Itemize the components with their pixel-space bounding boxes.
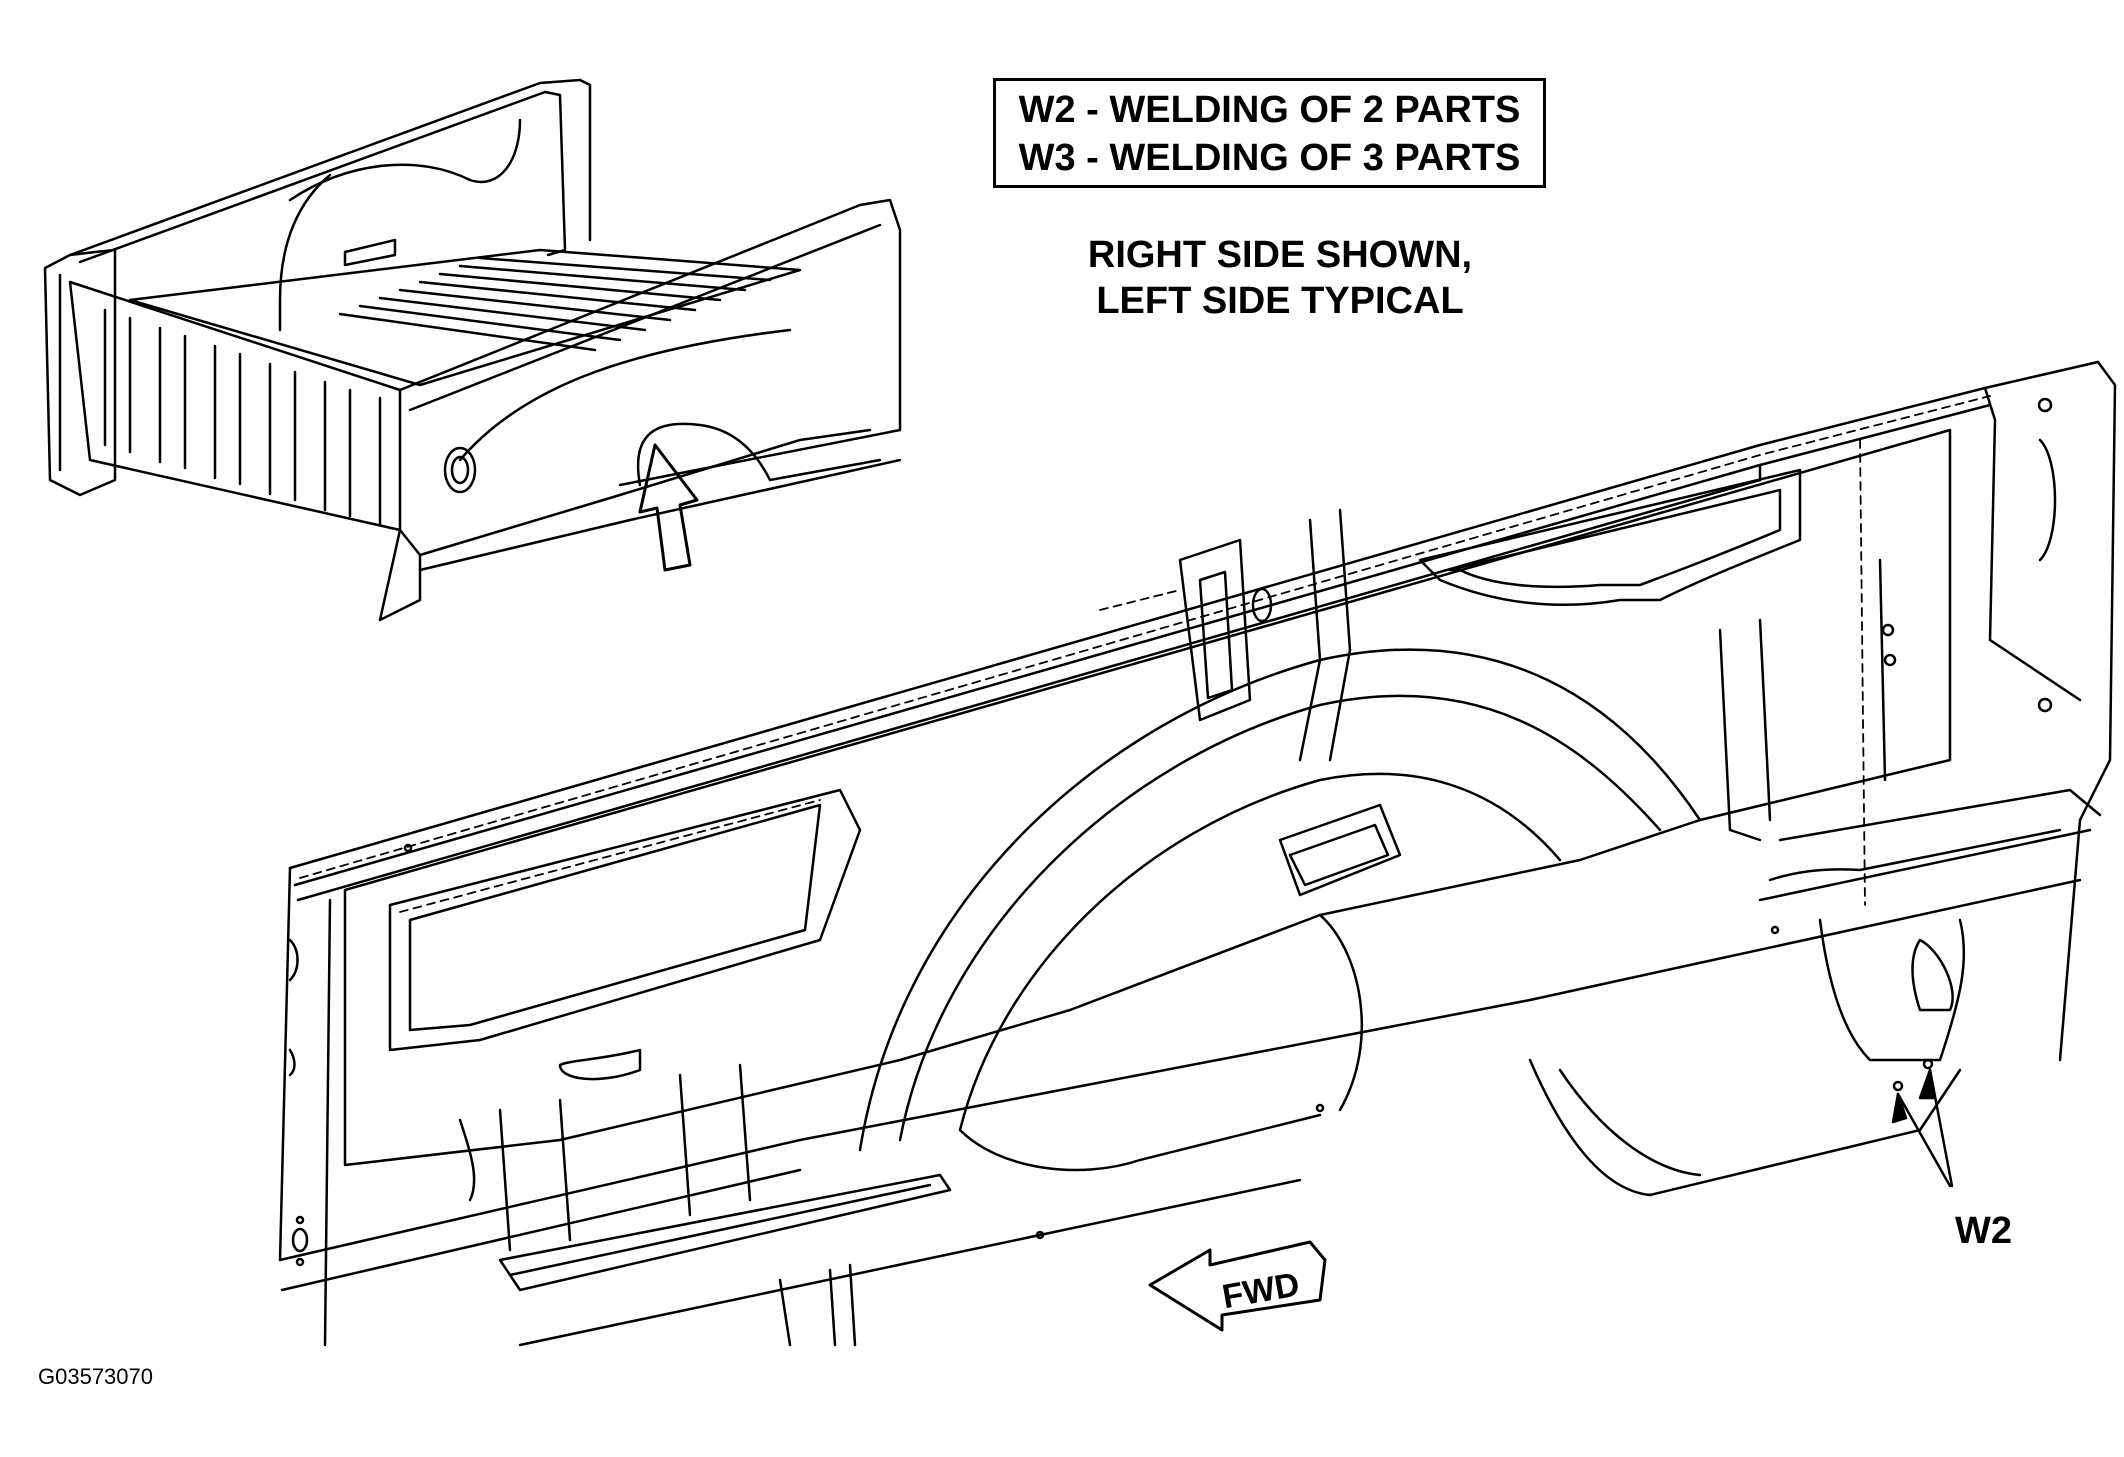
side-note-line2: LEFT SIDE TYPICAL — [1096, 280, 1464, 322]
w2-arrows — [1891, 1058, 1954, 1188]
inner-side-panel — [278, 360, 2117, 1347]
side-note-line1: RIGHT SIDE SHOWN, — [1087, 234, 1473, 276]
w2-callout-label: W2 — [1955, 1210, 2012, 1252]
pickup-bed-inset — [43, 78, 902, 622]
figure-id: G03573070 — [38, 1364, 153, 1389]
legend-w2: W2 - WELDING OF 2 PARTS — [1018, 89, 1521, 131]
weld-seam-lines — [299, 395, 1991, 913]
weld-legend-box: W2 - WELDING OF 2 PARTS W3 - WELDING OF … — [993, 78, 1546, 188]
legend-w3: W3 - WELDING OF 3 PARTS — [1018, 137, 1521, 179]
forward-arrow: FWD — [1148, 1240, 1327, 1332]
